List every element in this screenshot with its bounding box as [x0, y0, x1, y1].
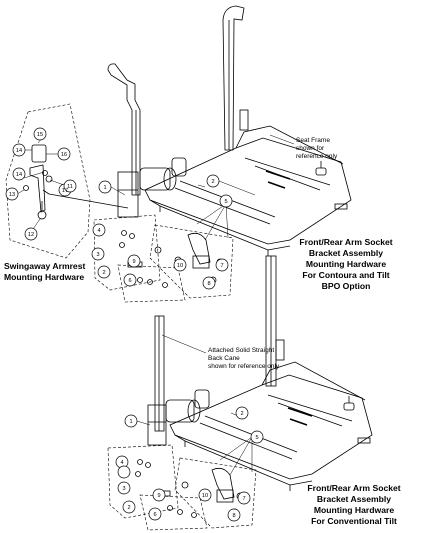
- svg-text:For Conventional Tilt: For Conventional Tilt: [311, 516, 397, 526]
- seat-frame-callout: Seat Frame shown for reference only: [296, 137, 338, 160]
- svg-text:Bracket Assembly: Bracket Assembly: [317, 494, 391, 504]
- svg-text:Mounting Hardware: Mounting Hardware: [306, 259, 386, 269]
- svg-text:Back Cane: Back Cane: [208, 355, 240, 362]
- svg-text:Front/Rear Arm Socket: Front/Rear Arm Socket: [307, 483, 400, 493]
- part-number: 5: [224, 199, 227, 205]
- svg-text:Mounting Hardware: Mounting Hardware: [4, 272, 84, 282]
- part-number: 2: [127, 505, 130, 511]
- part-number: 2: [240, 411, 243, 417]
- svg-text:Bracket Assembly: Bracket Assembly: [309, 248, 383, 258]
- part-number: 10: [202, 493, 208, 499]
- swingaway-group: [5, 103, 129, 259]
- part-number: 3: [96, 252, 99, 258]
- svg-text:shown for reference only: shown for reference only: [208, 363, 280, 370]
- part-number: 14: [16, 148, 22, 154]
- part-number: 5: [255, 435, 258, 441]
- part-number: 14: [16, 172, 22, 178]
- part-number-circles: [5, 127, 264, 522]
- part-number: 10: [177, 263, 183, 269]
- back-cane-callout: Attached Solid Straight Back Cane shown …: [208, 347, 280, 370]
- part-number: 8: [232, 513, 235, 519]
- part-number: 17: [62, 188, 68, 194]
- top-motor: [139, 157, 187, 191]
- part-number: 6: [153, 512, 156, 518]
- svg-text:Seat Frame: Seat Frame: [296, 137, 330, 144]
- bottom-back-cane: [265, 255, 285, 387]
- part-number: 7: [242, 496, 245, 502]
- part-number: 1: [103, 185, 106, 191]
- part-number: 11: [67, 184, 73, 190]
- svg-text:Front/Rear Arm Socket: Front/Rear Arm Socket: [299, 237, 392, 247]
- bottom-dashed-boxes: [107, 444, 257, 531]
- top-leader-lines: [110, 134, 295, 241]
- swingaway-heading: Swingaway Armrest Mounting Hardware: [4, 261, 85, 282]
- part-number: 4: [120, 460, 123, 466]
- svg-text:shown for: shown for: [296, 145, 325, 152]
- part-number: 4: [97, 228, 100, 234]
- part-number-labels: 1 2 3 4 5 6 7 8 9 10 2 11 12 13 14 15 16…: [9, 132, 259, 519]
- part-number: 8: [207, 281, 210, 287]
- part-number: 2: [211, 179, 214, 185]
- conventional-heading: Front/Rear Arm Socket Bracket Assembly M…: [307, 483, 400, 526]
- svg-text:Swingaway Armrest: Swingaway Armrest: [4, 261, 85, 271]
- svg-text:Attached Solid Straight: Attached Solid Straight: [208, 347, 274, 354]
- part-number: 15: [37, 132, 43, 138]
- svg-text:For Contoura and Tilt: For Contoura and Tilt: [302, 270, 389, 280]
- part-number: 9: [157, 493, 160, 499]
- part-number: 3: [122, 486, 125, 492]
- part-number: 12: [28, 232, 34, 238]
- part-number: 16: [61, 152, 67, 158]
- bottom-arm-cane: [147, 315, 167, 446]
- svg-text:BPO Option: BPO Option: [322, 281, 371, 291]
- part-number: 9: [132, 259, 135, 265]
- contoura-heading: Front/Rear Arm Socket Bracket Assembly M…: [299, 237, 392, 291]
- svg-text:reference only: reference only: [296, 153, 338, 160]
- part-number: 1: [129, 419, 132, 425]
- bottom-seat-frame: [169, 361, 373, 491]
- part-number: 7: [220, 263, 223, 269]
- top-back-cane: [222, 5, 249, 151]
- part-number: 13: [9, 192, 15, 198]
- bottom-motor: [165, 389, 210, 423]
- part-number: 2: [102, 270, 105, 276]
- top-arm-cane: [107, 63, 141, 218]
- part-number: 6: [128, 278, 131, 284]
- svg-text:Mounting Hardware: Mounting Hardware: [314, 505, 394, 515]
- top-dashed-boxes: [93, 214, 234, 303]
